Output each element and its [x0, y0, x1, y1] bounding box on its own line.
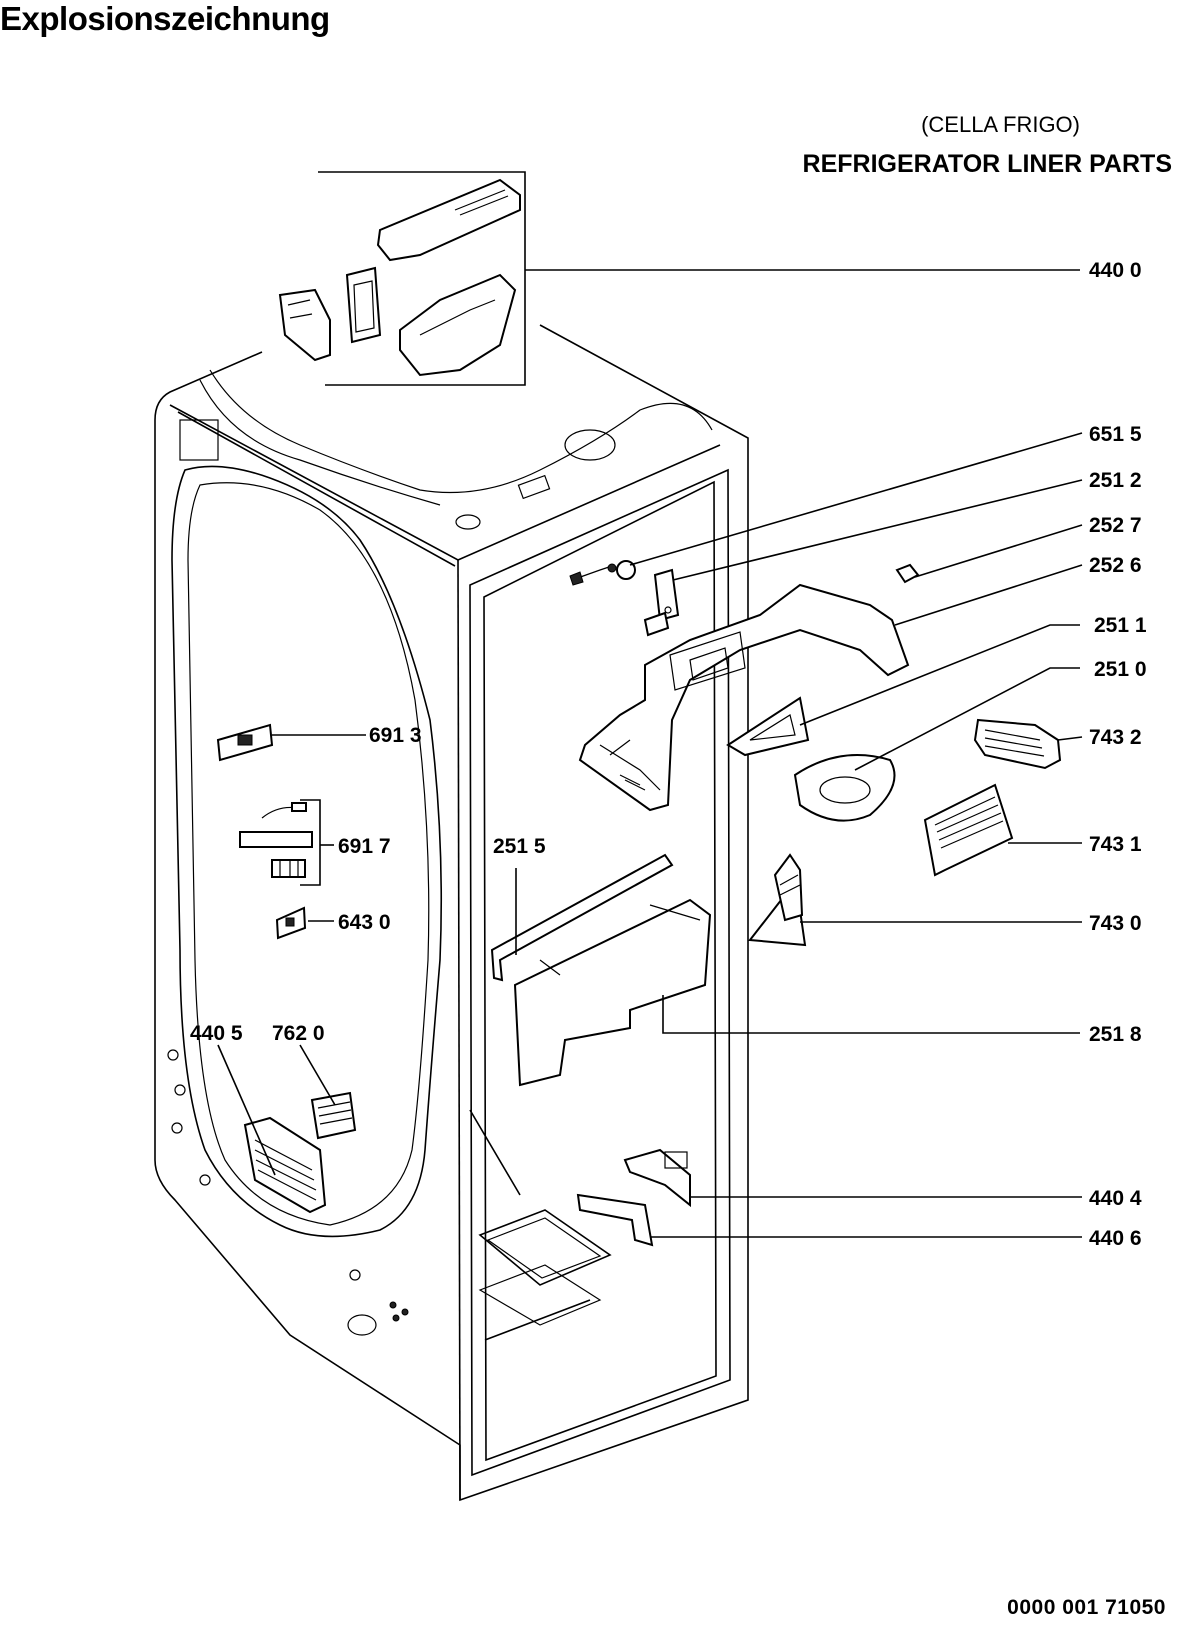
label-4404: 440 4 [1089, 1187, 1142, 1210]
part-labels: 440 0 651 5 251 2 252 7 252 6 251 1 251 … [190, 259, 1147, 1250]
part-6515-drawing [569, 560, 636, 586]
label-2510: 251 0 [1094, 658, 1147, 681]
label-6515: 651 5 [1089, 423, 1142, 446]
part-2526-drawing [578, 583, 910, 812]
label-4406: 440 6 [1089, 1227, 1142, 1250]
part-2511-drawing [726, 696, 810, 757]
diagram-subtitle: (CELLA FRIGO) [921, 112, 1080, 137]
part-2510-drawing [793, 754, 896, 822]
part-7432-drawing [973, 718, 1062, 770]
part-7620-drawing [310, 1091, 357, 1140]
document-number: 0000 001 71050 [1007, 1596, 1166, 1619]
label-2512: 251 2 [1089, 469, 1142, 492]
leader-lines [217, 269, 1083, 1238]
label-7432: 743 2 [1089, 726, 1142, 749]
part-4404-drawing [623, 1148, 691, 1208]
label-6917: 691 7 [338, 835, 391, 858]
label-6430: 643 0 [338, 911, 391, 934]
page-title: Explosionszeichnung [0, 0, 330, 37]
part-4400-drawing [278, 171, 526, 386]
label-4405: 440 5 [190, 1022, 243, 1045]
part-2512-drawing [643, 568, 680, 637]
label-2526: 252 6 [1089, 554, 1142, 577]
label-2518: 251 8 [1089, 1023, 1142, 1046]
label-2515: 251 5 [493, 835, 546, 858]
part-6913-drawing [216, 723, 274, 762]
label-4400: 440 0 [1089, 259, 1142, 282]
diagram-heading: REFRIGERATOR LINER PARTS [802, 150, 1172, 178]
label-6913: 691 3 [369, 724, 422, 747]
part-7431-drawing [923, 783, 1014, 877]
liner-body [154, 324, 749, 1502]
label-7431: 743 1 [1089, 833, 1142, 856]
part-2515-drawing [490, 853, 674, 982]
part-2518-drawing [513, 898, 712, 1087]
part-4406-drawing [576, 1193, 654, 1247]
part-6917-drawing [239, 799, 321, 886]
label-7620: 762 0 [272, 1022, 325, 1045]
part-4405-drawing [243, 1116, 327, 1214]
label-2511: 251 1 [1094, 614, 1147, 637]
part-7430-drawing [748, 853, 807, 947]
part-2527-drawing [895, 563, 920, 584]
label-2527: 252 7 [1089, 514, 1142, 537]
part-6430-drawing [275, 906, 307, 940]
label-7430: 743 0 [1089, 912, 1142, 935]
